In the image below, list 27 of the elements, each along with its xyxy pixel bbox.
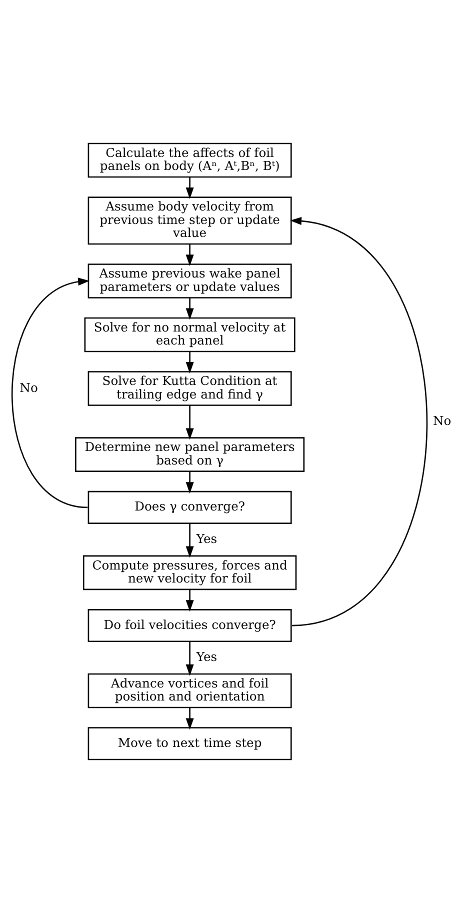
arrow [186, 352, 194, 374]
node-box: Do foil velocities converge? [88, 609, 292, 642]
arrow [186, 471, 194, 494]
arrow [186, 298, 194, 320]
edge-label: Yes [196, 532, 218, 546]
arrow [186, 405, 194, 440]
node-box: Solve for Kutta Condition at trailing edge and find γ [88, 371, 292, 406]
edge-label: No [432, 414, 452, 428]
node-box: Does γ converge? [88, 490, 292, 524]
node-box: Assume body velocity from previous time step or update value [88, 196, 292, 245]
arrow [12, 278, 90, 508]
edge-label: Yes [196, 650, 218, 664]
node-box: Assume previous wake panel parameters or update values [88, 264, 292, 298]
arrow [186, 589, 194, 612]
arrow [186, 523, 194, 558]
arrow [186, 244, 194, 266]
node-box: Solve for no normal velocity at each panel [84, 317, 296, 352]
node-box: Compute pressures, forces and new velocity for foil [82, 555, 297, 590]
node-box: Calculate the affects of foil panels on body (Aⁿ, Aᵗ,Bⁿ, Bᵗ) [88, 142, 292, 178]
arrow [186, 708, 194, 730]
arrow [290, 216, 428, 626]
node-box: Determine new panel parameters based on γ [75, 437, 305, 472]
arrow [186, 641, 194, 676]
node-box: Advance vortices and foil position and orientation [88, 673, 292, 708]
edge-label: No [20, 380, 38, 395]
node-box: Move to next time step [88, 727, 292, 760]
arrow [186, 177, 194, 199]
